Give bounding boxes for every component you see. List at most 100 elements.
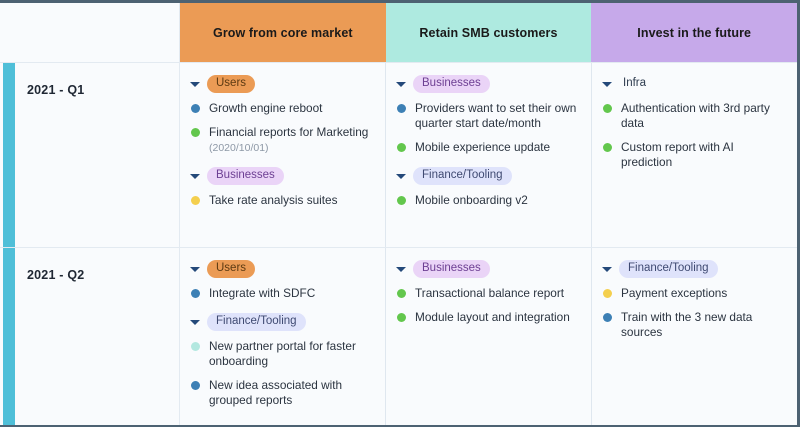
roadmap-card[interactable]: Mobile experience update [396, 140, 579, 155]
roadmap-card-text: New partner portal for faster onboarding [209, 339, 373, 369]
card-group-header[interactable]: Finance/Tooling [396, 167, 579, 185]
card-group-header[interactable]: Finance/Tooling [190, 313, 373, 331]
swimlane-header-row: Grow from core market Retain SMB custome… [0, 3, 797, 62]
roadmap-card-text: New idea associated with grouped reports [209, 378, 373, 408]
roadmap-card[interactable]: Authentication with 3rd party data [602, 101, 785, 131]
card-list: New partner portal for faster onboarding… [190, 339, 373, 408]
swimlane-header-0[interactable]: Grow from core market [180, 3, 386, 62]
status-dot-icon [191, 128, 200, 137]
status-dot-icon [603, 313, 612, 322]
group-tag-badge[interactable]: Users [207, 75, 256, 93]
roadmap-card-title: Transactional balance report [415, 286, 565, 300]
quarter-label: 2021 - Q1 [27, 83, 85, 97]
chevron-down-icon[interactable] [602, 264, 612, 274]
group-tag-badge[interactable]: Businesses [413, 260, 490, 278]
roadmap-card-text: Providers want to set their own quarter … [415, 101, 579, 131]
roadmap-card-text: Authentication with 3rd party data [621, 101, 785, 131]
card-group-header[interactable]: Infra [602, 75, 785, 93]
roadmap-card[interactable]: Train with the 3 new data sources [602, 310, 785, 340]
roadmap-card-title: New partner portal for faster onboarding [209, 339, 356, 368]
roadmap-card-title: Take rate analysis suites [209, 193, 338, 207]
roadmap-card[interactable]: Providers want to set their own quarter … [396, 101, 579, 131]
group-tag-badge[interactable]: Users [207, 260, 256, 278]
roadmap-card[interactable]: New idea associated with grouped reports [190, 378, 373, 408]
status-dot-icon [191, 381, 200, 390]
roadmap-card-date: (2020/10/01) [209, 142, 269, 154]
status-dot-icon [397, 289, 406, 298]
group-tag-badge[interactable]: Businesses [413, 75, 490, 93]
roadmap-card[interactable]: Transactional balance report [396, 286, 579, 301]
roadmap-card[interactable]: Growth engine reboot [190, 101, 373, 116]
swimlane-header-2[interactable]: Invest in the future [591, 3, 797, 62]
roadmap-card[interactable]: New partner portal for faster onboarding [190, 339, 373, 369]
card-group-header[interactable]: Finance/Tooling [602, 260, 785, 278]
roadmap-card-text: Transactional balance report [415, 286, 564, 301]
group-tag-badge[interactable]: Businesses [207, 167, 284, 185]
card-list: Providers want to set their own quarter … [396, 101, 579, 155]
quarter-label-cell[interactable]: 2021 - Q2 [0, 248, 180, 425]
group-tag-badge[interactable]: Infra [623, 77, 647, 89]
group-tag-badge[interactable]: Finance/Tooling [619, 260, 718, 278]
swimlane-header-1[interactable]: Retain SMB customers [385, 3, 592, 62]
chevron-down-icon[interactable] [190, 264, 200, 274]
roadmap-card-text: Mobile experience update [415, 140, 550, 155]
roadmap-card-title: Payment exceptions [621, 286, 728, 300]
chevron-down-icon[interactable] [396, 79, 406, 89]
roadmap-card[interactable]: Integrate with SDFC [190, 286, 373, 301]
card-group-header[interactable]: Businesses [396, 260, 579, 278]
roadmap-card-text: Growth engine reboot [209, 101, 322, 116]
roadmap-card-text: Mobile onboarding v2 [415, 193, 528, 208]
roadmap-card[interactable]: Custom report with AI prediction [602, 140, 785, 170]
roadmap-card-text: Custom report with AI prediction [621, 140, 785, 170]
roadmap-card[interactable]: Mobile onboarding v2 [396, 193, 579, 208]
roadmap-card-title: Mobile onboarding v2 [415, 193, 528, 207]
card-group-header[interactable]: Businesses [190, 167, 373, 185]
status-dot-icon [191, 289, 200, 298]
status-dot-icon [191, 196, 200, 205]
roadmap-card[interactable]: Payment exceptions [602, 286, 785, 301]
status-dot-icon [603, 143, 612, 152]
card-group-header[interactable]: Businesses [396, 75, 579, 93]
roadmap-grid: Grow from core market Retain SMB custome… [0, 3, 797, 425]
roadmap-card-title: Train with the 3 new data sources [621, 310, 753, 339]
card-group-header[interactable]: Users [190, 260, 373, 278]
card-list: Integrate with SDFC [190, 286, 373, 301]
roadmap-card-title: Growth engine reboot [209, 101, 323, 115]
chevron-down-icon[interactable] [396, 264, 406, 274]
card-list: Take rate analysis suites [190, 193, 373, 208]
quarter-label-cell[interactable]: 2021 - Q1 [0, 63, 180, 247]
swimlane-header-label: Grow from core market [213, 25, 353, 40]
roadmap-card[interactable]: Financial reports for Marketing(2020/10/… [190, 125, 373, 155]
status-dot-icon [191, 342, 200, 351]
group-tag-badge[interactable]: Finance/Tooling [413, 167, 512, 185]
roadmap-card[interactable]: Module layout and integration [396, 310, 579, 325]
row-accent-bar [3, 63, 15, 247]
roadmap-card-title: Providers want to set their own quarter … [415, 101, 577, 130]
roadmap-card[interactable]: Take rate analysis suites [190, 193, 373, 208]
chevron-down-icon[interactable] [190, 171, 200, 181]
status-dot-icon [397, 143, 406, 152]
swimlane-header-label: Retain SMB customers [419, 25, 558, 40]
group-tag-badge[interactable]: Finance/Tooling [207, 313, 306, 331]
chevron-down-icon[interactable] [396, 171, 406, 181]
roadmap-card-text: Payment exceptions [621, 286, 727, 301]
chevron-down-icon[interactable] [190, 79, 200, 89]
card-group-header[interactable]: Users [190, 75, 373, 93]
status-dot-icon [603, 289, 612, 298]
chevron-down-icon[interactable] [190, 317, 200, 327]
chevron-down-icon[interactable] [602, 79, 612, 89]
roadmap-card-text: Financial reports for Marketing(2020/10/… [209, 125, 368, 155]
